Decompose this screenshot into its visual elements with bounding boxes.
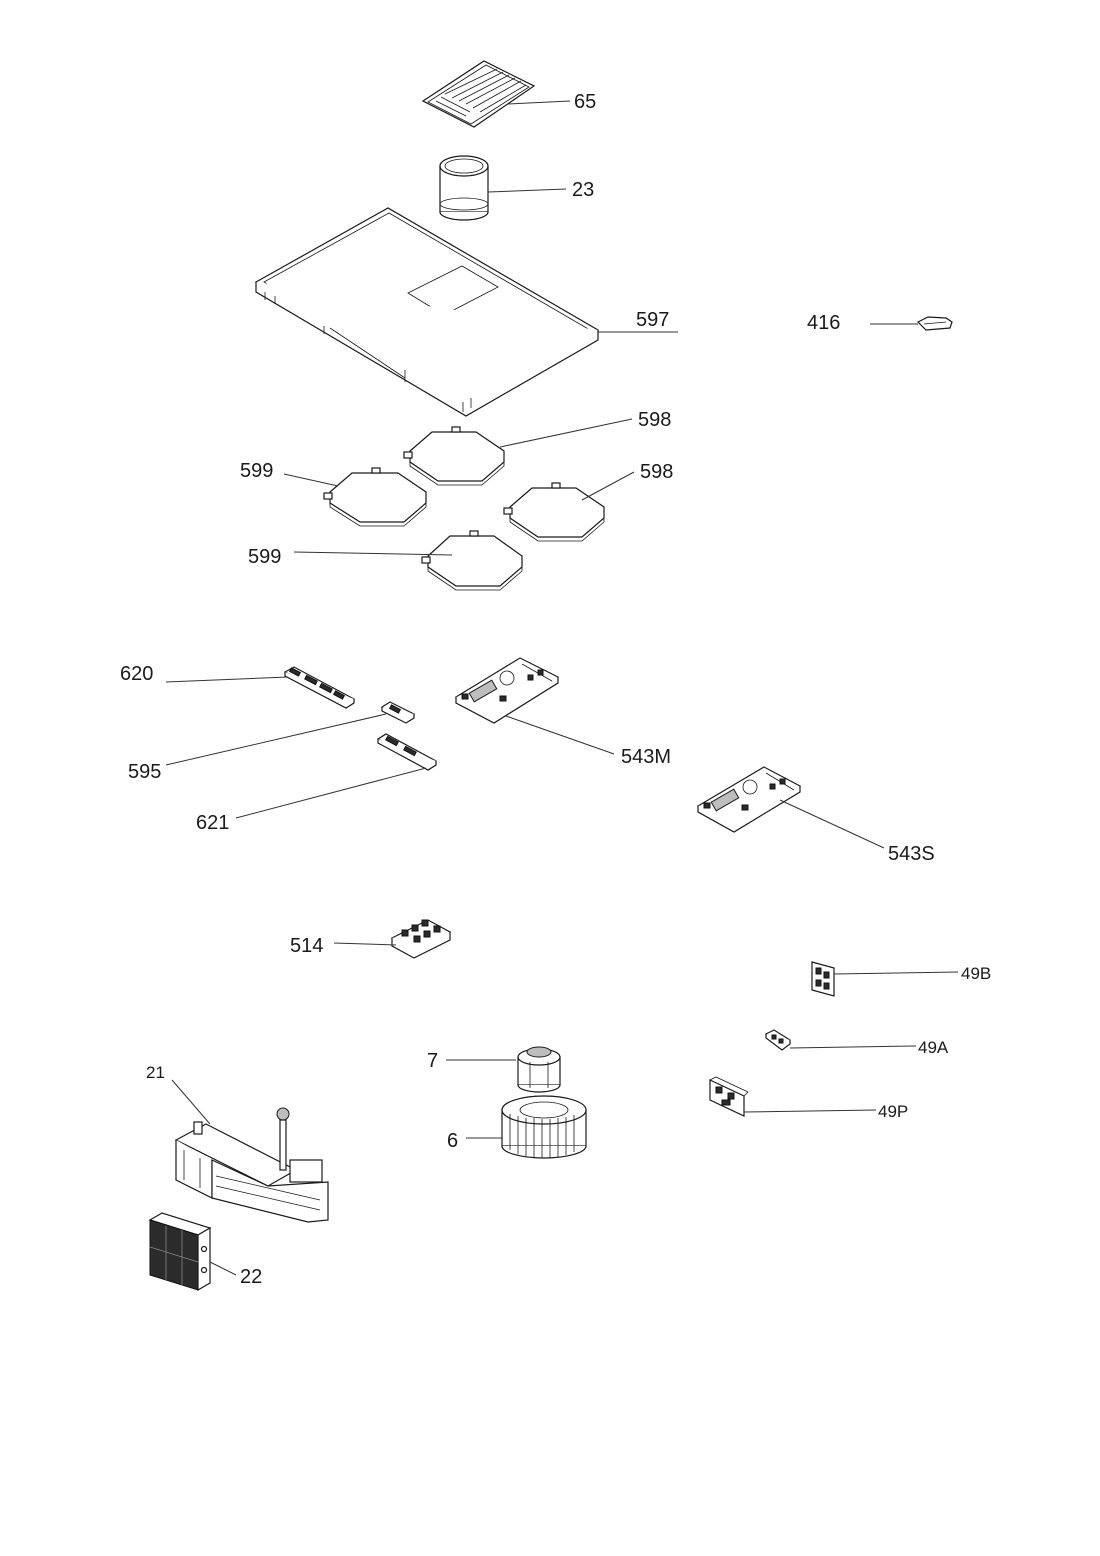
label-21: 21 [146,1063,165,1082]
label-6: 6 [447,1130,458,1152]
part-620-board [283,666,356,709]
part-598-coil-top [403,426,505,486]
label-597: 597 [636,309,669,331]
label-49B: 49B [961,964,991,983]
label-599-top: 599 [240,460,273,482]
label-599-bottom: 599 [248,546,281,568]
part-598-coil-right [503,482,605,542]
part-23-duct [439,155,489,221]
label-49A: 49A [918,1038,949,1057]
part-595-board [380,701,416,724]
label-621: 621 [196,812,229,834]
part-49P-module [709,1076,749,1117]
part-49A-module [764,1029,792,1051]
part-599-coil-bottom [421,530,523,591]
part-597-glass-top [254,207,600,417]
label-543M: 543M [621,746,671,768]
label-416: 416 [807,312,840,334]
label-620: 620 [120,663,153,685]
label-543S: 543S [888,843,935,865]
label-7: 7 [427,1050,438,1072]
part-21-duct-housing [174,1107,329,1223]
label-22: 22 [240,1266,262,1288]
part-621-board [376,733,438,771]
part-65-grille [421,60,536,128]
part-49B-module [811,961,835,997]
label-598-top: 598 [638,409,671,431]
part-7-motor [517,1046,561,1093]
part-543M-power-board [454,657,560,724]
part-22-filter [148,1212,212,1292]
label-23: 23 [572,179,594,201]
part-514-terminal-block [390,919,452,959]
label-595: 595 [128,761,161,783]
label-514: 514 [290,935,323,957]
part-6-blower-wheel [501,1095,587,1159]
part-416-clip [916,316,953,331]
label-49P: 49P [878,1102,908,1121]
part-543S-power-board [696,766,802,833]
part-599-coil-left [323,467,427,527]
label-598-right: 598 [640,461,673,483]
label-65: 65 [574,91,596,113]
